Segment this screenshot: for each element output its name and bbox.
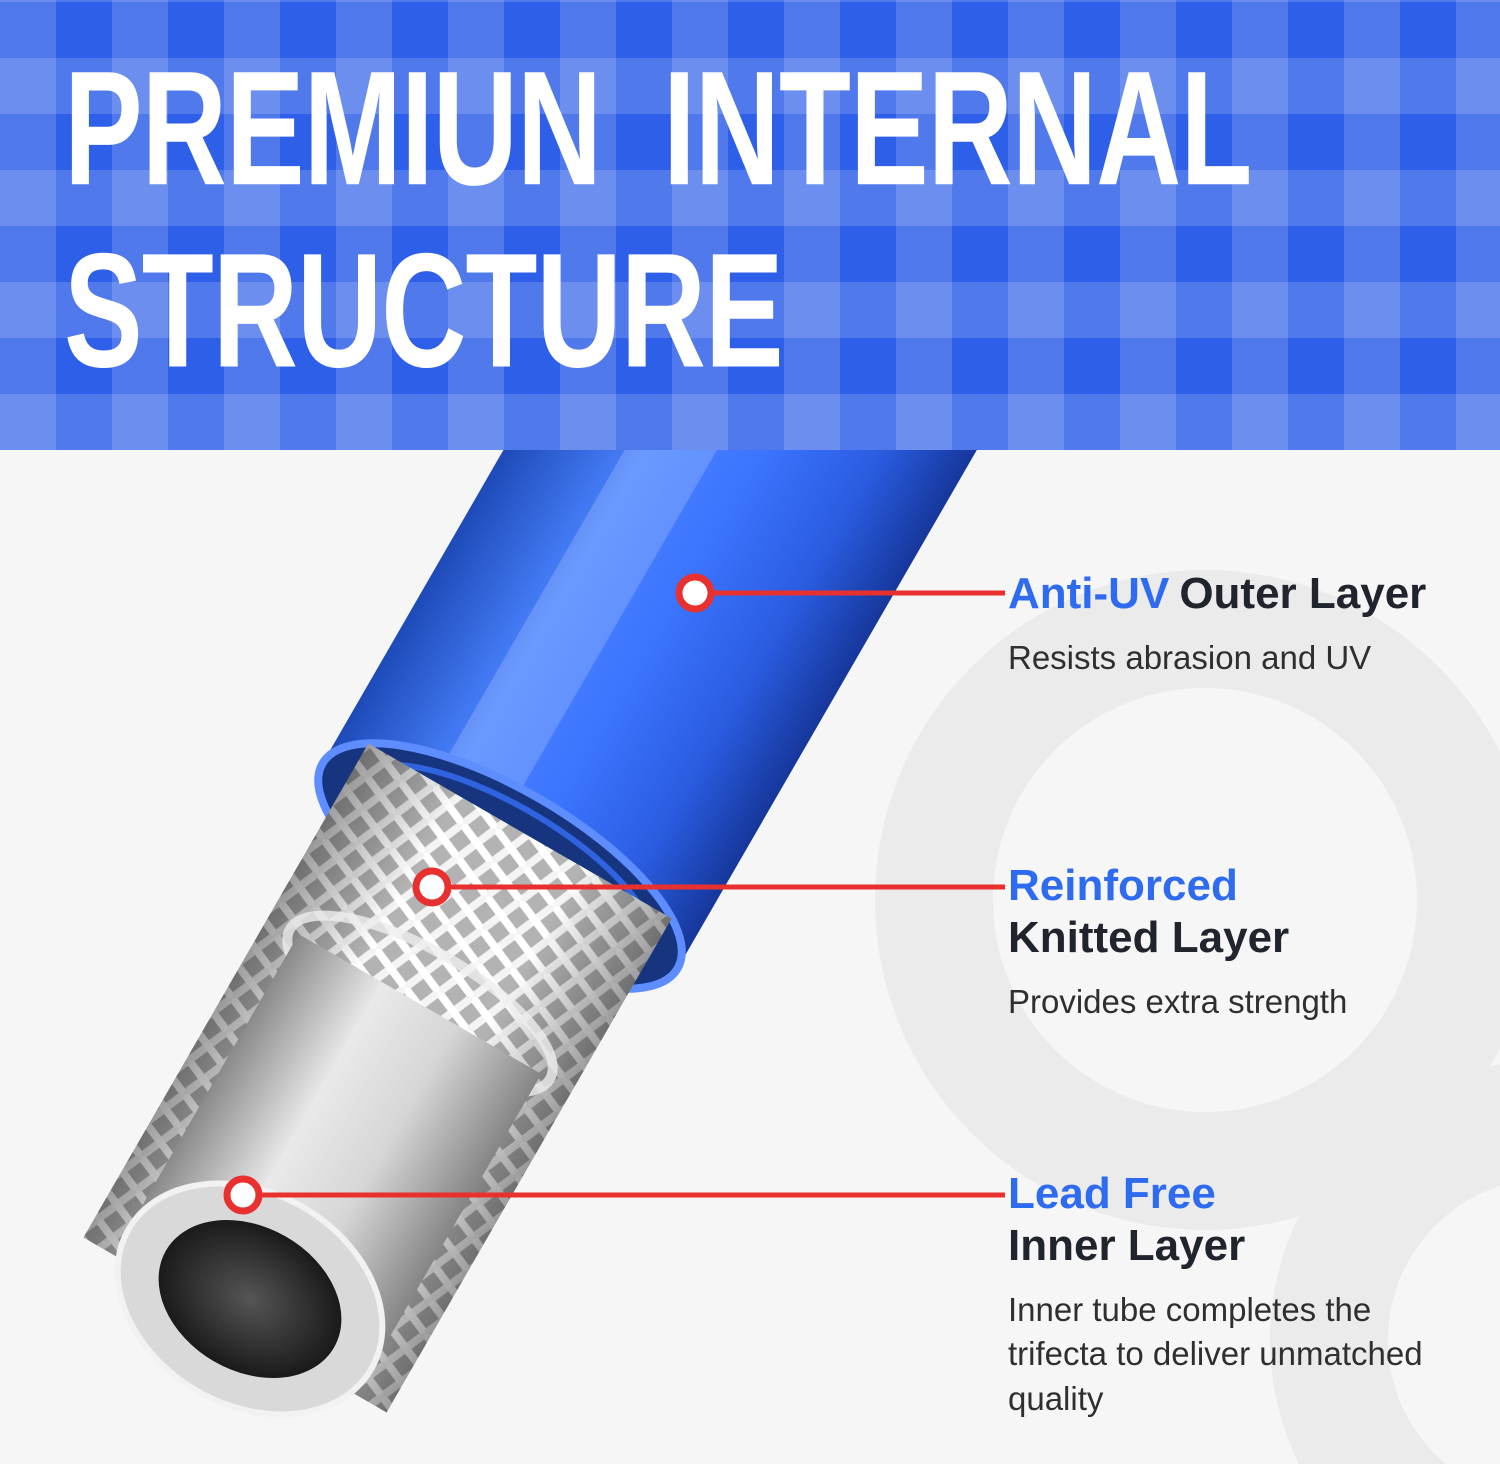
header-banner: PREMIUN INTERNAL STRUCTURE (0, 0, 1500, 450)
callout-outer-layer-desc: Resists abrasion and UV (1008, 638, 1372, 676)
callout-knitted-layer-desc: Provides extra strength (1008, 982, 1348, 1020)
hose-cutaway-illustration (83, 450, 1005, 1418)
callout-knitted-layer-title-accent: Reinforced (1008, 861, 1238, 910)
page-title: PREMIUN INTERNAL STRUCTURE (64, 38, 1500, 403)
page-title-line1: PREMIUN INTERNAL (64, 38, 1252, 221)
callout-outer-layer-title-rest: Outer Layer (1179, 569, 1427, 618)
leader-knitted-layer (412, 867, 1005, 907)
marker-dot-inner-layer (223, 1175, 263, 1215)
marker-dot-outer-layer (675, 573, 715, 613)
page-title-line2: STRUCTURE (64, 220, 784, 403)
leader-outer-layer (675, 573, 1005, 613)
callout-inner-layer-desc: Inner tube completes the trifecta to del… (1008, 1290, 1423, 1417)
callout-knitted-layer-title-rest: Knitted Layer (1008, 912, 1290, 962)
callout-inner-layer-title-rest: Inner Layer (1008, 1220, 1246, 1270)
inner-tube-layer-graphic (114, 934, 542, 1418)
marker-dot-knitted-layer (412, 867, 452, 907)
callout-outer-layer-title-accent: Anti-UV (1008, 569, 1170, 618)
callout-inner-layer-title-accent: Lead Free (1008, 1169, 1216, 1218)
leader-inner-layer (223, 1175, 1005, 1215)
